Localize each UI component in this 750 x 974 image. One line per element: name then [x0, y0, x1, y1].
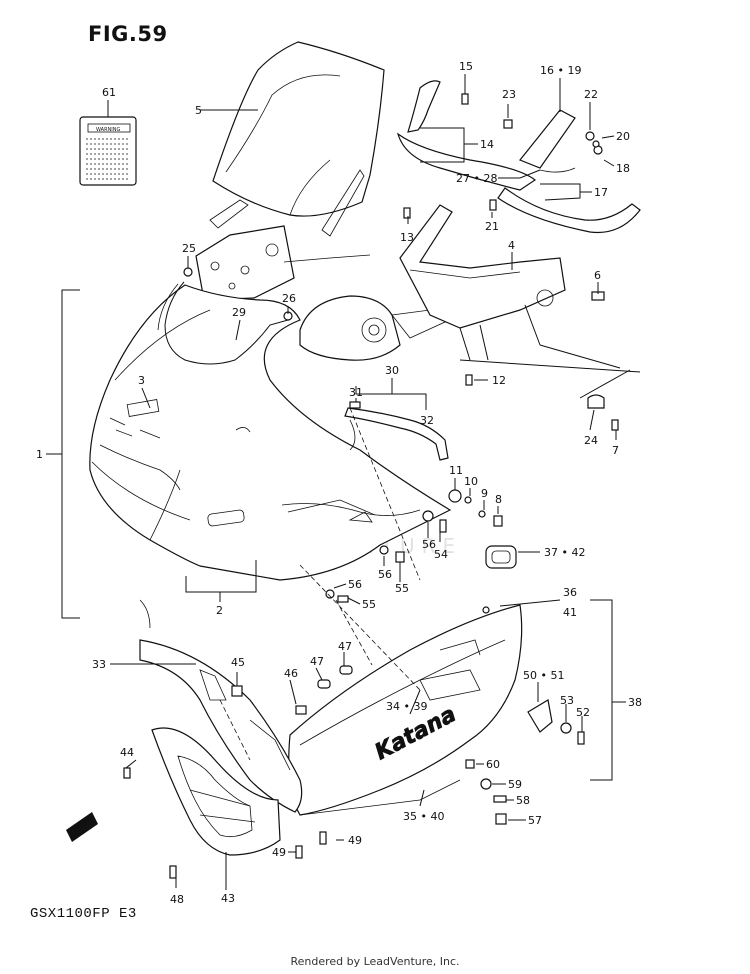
callout-60[interactable]: 60	[486, 758, 500, 771]
callout-17[interactable]: 17	[594, 186, 608, 199]
callout-32[interactable]: 32	[420, 414, 434, 427]
callout-54[interactable]: 54	[434, 548, 448, 561]
callout-1[interactable]: 1	[36, 448, 43, 461]
callout-3[interactable]: 3	[138, 374, 145, 387]
callout-33[interactable]: 33	[92, 658, 106, 671]
callout-25[interactable]: 25	[182, 242, 196, 255]
mirror-stay-part[interactable]	[396, 80, 641, 234]
model-code: GSX1100FP E3	[30, 906, 137, 922]
callout-43[interactable]: 43	[221, 892, 235, 905]
callout-47-a[interactable]: 47	[310, 655, 324, 668]
callout-50-51[interactable]: 50 • 51	[523, 669, 564, 682]
callout-21[interactable]: 21	[485, 220, 499, 233]
callout-26[interactable]: 26	[282, 292, 296, 305]
fastener-group-upper	[403, 93, 619, 431]
callout-2[interactable]: 2	[216, 604, 223, 617]
fastener-group-middle	[325, 401, 517, 603]
trim-seal-part[interactable]	[157, 267, 293, 365]
callout-10[interactable]: 10	[464, 475, 478, 488]
inner-strip-part[interactable]	[344, 407, 449, 461]
callout-34-39[interactable]: 34 • 39	[386, 700, 427, 713]
forward-arrow-icon: FWD	[66, 812, 98, 842]
callout-18[interactable]: 18	[616, 162, 630, 175]
callout-5[interactable]: 5	[195, 104, 202, 117]
callout-11[interactable]: 11	[449, 464, 463, 477]
callout-7[interactable]: 7	[612, 444, 619, 457]
callout-20[interactable]: 20	[616, 130, 630, 143]
lower-fairing-right-part[interactable]: Katana	[288, 604, 523, 816]
callout-labels: 1 2 3 4 5 6 7 8 9 10 11 12 13 14 15 16 •…	[36, 60, 642, 906]
figure-title: FIG.59	[88, 22, 168, 46]
callout-12[interactable]: 12	[492, 374, 506, 387]
callout-41[interactable]: 41	[563, 606, 577, 619]
callout-55-b[interactable]: 55	[395, 582, 409, 595]
callout-47-b[interactable]: 47	[338, 640, 352, 653]
callout-53[interactable]: 53	[560, 694, 574, 707]
callout-52[interactable]: 52	[576, 706, 590, 719]
callout-37-42[interactable]: 37 • 42	[544, 546, 585, 559]
callout-22[interactable]: 22	[584, 88, 598, 101]
callout-9[interactable]: 9	[481, 487, 488, 500]
callout-15[interactable]: 15	[459, 60, 473, 73]
callout-55-a[interactable]: 55	[362, 598, 376, 611]
warning-label-text: WARNING	[96, 127, 121, 133]
callout-57[interactable]: 57	[528, 814, 542, 827]
callout-45[interactable]: 45	[231, 656, 245, 669]
callout-46[interactable]: 46	[284, 667, 298, 680]
callout-30[interactable]: 30	[385, 364, 399, 377]
callout-59[interactable]: 59	[508, 778, 522, 791]
callout-29[interactable]: 29	[232, 306, 246, 319]
callout-16-19[interactable]: 16 • 19	[540, 64, 581, 77]
callout-49-a[interactable]: 49	[272, 846, 286, 859]
callout-36[interactable]: 36	[563, 586, 577, 599]
render-credit: Rendered by LeadVenture, Inc.	[290, 955, 460, 968]
callout-56-c[interactable]: 56	[422, 538, 436, 551]
callout-24[interactable]: 24	[584, 434, 598, 447]
callout-14[interactable]: 14	[480, 138, 494, 151]
callout-13[interactable]: 13	[400, 231, 414, 244]
callout-58[interactable]: 58	[516, 794, 530, 807]
callout-38[interactable]: 38	[628, 696, 642, 709]
callout-56-a[interactable]: 56	[348, 578, 362, 591]
callout-23[interactable]: 23	[502, 88, 516, 101]
callout-61[interactable]: 61	[102, 86, 116, 99]
meter-panel-part[interactable]	[195, 169, 371, 301]
callout-35-40[interactable]: 35 • 40	[403, 810, 444, 823]
lower-grille-part[interactable]	[151, 727, 281, 856]
leader-lines	[46, 74, 631, 890]
upper-fairing-part[interactable]	[89, 284, 452, 581]
headlight-bracket-part[interactable]	[299, 295, 446, 361]
callout-4[interactable]: 4	[508, 239, 515, 252]
callout-56-b[interactable]: 56	[378, 568, 392, 581]
callout-48[interactable]: 48	[170, 893, 184, 906]
fastener-group-lower	[123, 665, 585, 879]
callout-27-28[interactable]: 27 • 28	[456, 172, 497, 185]
warning-label-part[interactable]: WARNING	[79, 100, 137, 186]
callout-8[interactable]: 8	[495, 493, 502, 506]
callout-6[interactable]: 6	[594, 269, 601, 282]
callout-49-b[interactable]: 49	[348, 834, 362, 847]
callout-31[interactable]: 31	[349, 386, 363, 399]
callout-44[interactable]: 44	[120, 746, 134, 759]
